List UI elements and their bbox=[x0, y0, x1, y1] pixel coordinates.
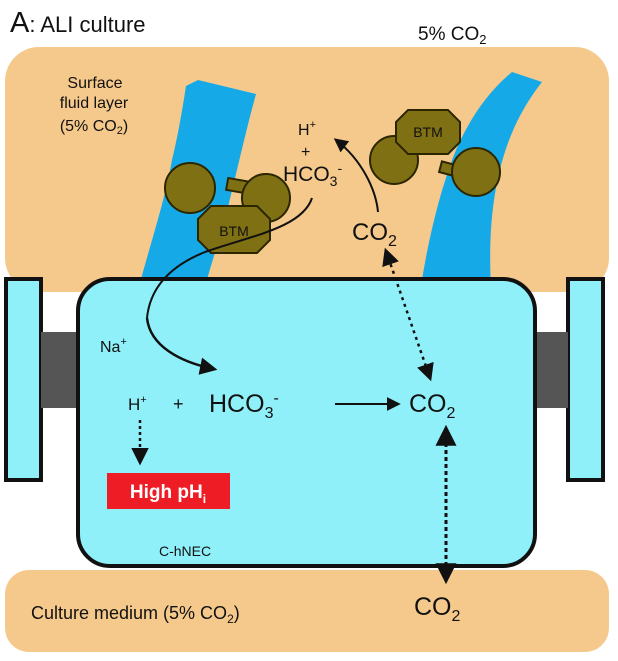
support-left bbox=[4, 277, 43, 482]
svg-text:(5% CO2): (5% CO2) bbox=[60, 118, 128, 137]
cell-h-plus: H+ bbox=[128, 394, 147, 414]
cell-plus: + bbox=[173, 394, 184, 414]
svg-text:fluid layer: fluid layer bbox=[60, 95, 129, 112]
junction-left bbox=[41, 332, 81, 408]
top-co2-label: 5% CO2 bbox=[418, 24, 486, 47]
culture-medium-label: Culture medium (5% CO2) bbox=[31, 603, 240, 626]
arrow-hco3-into-cell bbox=[146, 197, 313, 319]
panel-title: A: ALI culture bbox=[10, 7, 146, 39]
high-phi-badge bbox=[107, 473, 230, 509]
arrow-hco3-to-cytoplasm bbox=[145, 317, 218, 375]
cell-co2: CO2 bbox=[409, 390, 456, 422]
cell-na-plus: Na+ bbox=[100, 336, 127, 356]
high-phi-label: High pHi bbox=[130, 482, 206, 506]
cell-label: C-hNEC bbox=[159, 543, 211, 559]
svg-text:BTM: BTM bbox=[413, 124, 443, 140]
btm-transporter-right: BTM bbox=[369, 109, 501, 197]
apical-plus: + bbox=[301, 144, 310, 161]
support-right bbox=[566, 277, 605, 482]
svg-text:BTM: BTM bbox=[219, 223, 249, 239]
medium-co2: CO2 bbox=[414, 593, 461, 625]
surface-fluid-label: Surface fluid layer (5% CO2) bbox=[60, 75, 129, 137]
apical-hco3: HCO3- bbox=[283, 160, 342, 189]
apical-co2: CO2 bbox=[352, 219, 397, 250]
arrow-co2-to-hco3 bbox=[333, 138, 379, 213]
junction-right bbox=[532, 332, 568, 408]
cell-hco3: HCO3- bbox=[209, 390, 279, 422]
apical-h-plus: H+ bbox=[298, 119, 316, 139]
svg-text:Surface: Surface bbox=[67, 75, 122, 92]
arrow-apical-co2-exchange bbox=[382, 247, 434, 382]
btm-transporter-left: BTM bbox=[164, 162, 291, 254]
culture-medium-layer bbox=[5, 570, 609, 652]
